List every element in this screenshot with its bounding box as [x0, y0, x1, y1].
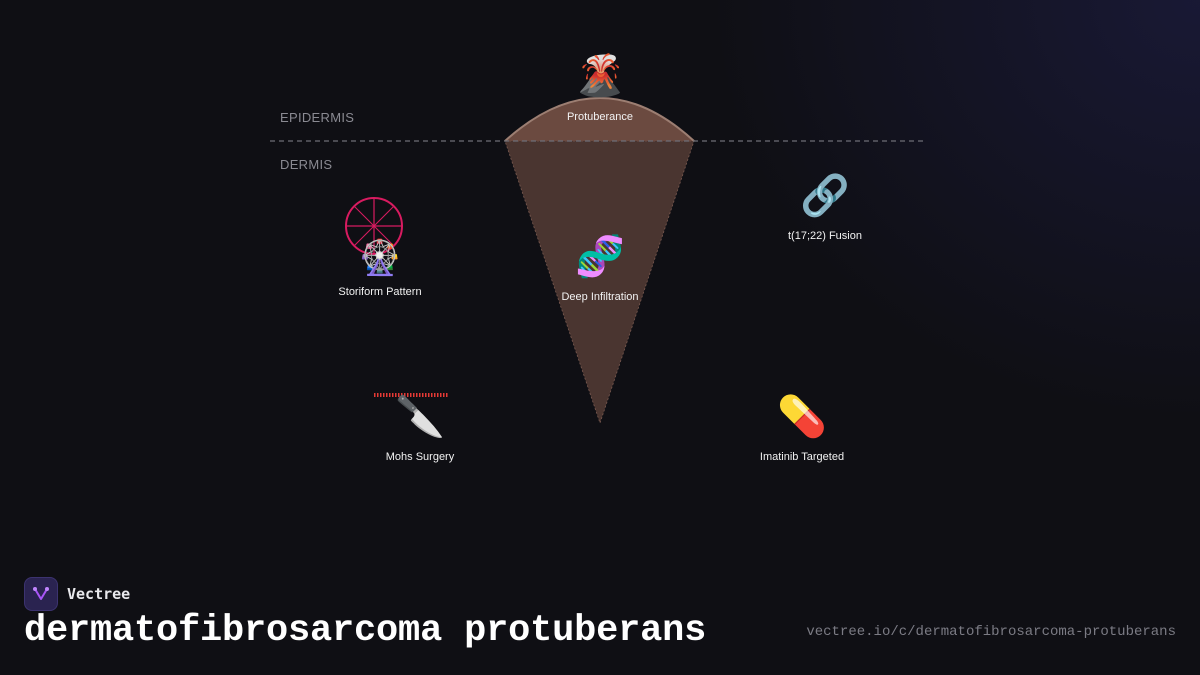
node-label: Imatinib Targeted [759, 451, 845, 463]
node-label: Deep Infiltration [561, 291, 639, 303]
node-deep-infiltration[interactable]: 🧬 Deep Infiltration [520, 233, 680, 303]
protuberance-dome-outline [504, 97, 695, 142]
node-label: Protuberance [566, 111, 634, 123]
knife-icon: 🔪 [395, 395, 445, 439]
dermis-label: DERMIS [280, 157, 333, 172]
node-mohs-surgery[interactable]: 🔪 Mohs Surgery [340, 393, 500, 463]
storiform-wheel [345, 197, 403, 255]
tumor-wedge [504, 140, 695, 425]
node-label: Storiform Pattern [338, 286, 422, 298]
volcano-icon: 🌋 [575, 54, 625, 98]
link-icon: 🔗 [800, 174, 850, 218]
node-protuberance[interactable]: 🌋 Protuberance [520, 52, 680, 123]
brand-name: Vectree [67, 585, 131, 603]
page-url[interactable]: vectree.io/c/dermatofibrosarcoma-protube… [806, 624, 1176, 640]
page-title: dermatofibrosarcoma protuberans [24, 610, 707, 652]
node-imatinib[interactable]: 💊 Imatinib Targeted [722, 393, 882, 463]
vectree-logo-icon [24, 577, 58, 611]
node-storiform-pattern[interactable]: 🎡 Storiform Pattern [300, 234, 460, 298]
pill-icon: 💊 [777, 395, 827, 439]
brand[interactable]: Vectree [24, 577, 130, 611]
dna-icon: 🧬 [575, 235, 625, 279]
epidermis-label: EPIDERMIS [280, 110, 355, 125]
node-label: Mohs Surgery [385, 451, 455, 463]
node-label: t(17;22) Fusion [788, 230, 862, 242]
node-fusion[interactable]: 🔗 t(17;22) Fusion [745, 172, 905, 242]
ferris-wheel-icon: 🎡 [358, 239, 402, 277]
